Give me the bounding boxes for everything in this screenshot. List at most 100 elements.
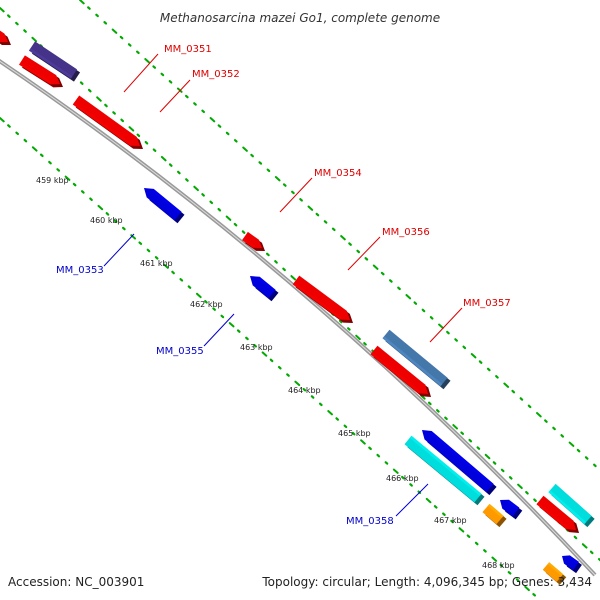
track-dot: [294, 380, 301, 387]
gene-feature-mm0354-face: [242, 231, 262, 248]
track-dot: [291, 190, 295, 195]
gene-feature-mm0351-highlight: [19, 62, 52, 85]
gene-feature-right-cyan-face: [548, 483, 592, 525]
track-dot: [193, 185, 199, 192]
gene-feature-mm0351[interactable]: [19, 55, 63, 88]
track-dot: [409, 483, 413, 487]
track-dot: [401, 475, 405, 480]
track-dot: [138, 241, 143, 245]
label-leader-line: [123, 53, 159, 93]
gene-feature-mm0354-highlight: [242, 238, 255, 248]
track-dot: [525, 490, 529, 495]
track-dot: [72, 182, 77, 187]
track-dot: [121, 226, 126, 231]
gene-feature-right-red[interactable]: [536, 495, 579, 533]
gene-feature-mm0351-box[interactable]: [28, 41, 81, 82]
track-dot: [392, 468, 399, 474]
gene-feature-bottom-orange-face: [542, 562, 564, 582]
track-dot: [212, 307, 216, 311]
track-dot: [511, 389, 516, 394]
accession-text: Accession: NC_003901: [8, 575, 144, 589]
track-dot: [384, 461, 389, 465]
track-dot: [517, 483, 523, 490]
gene-feature-mm0352-face: [72, 95, 140, 146]
track-dot: [507, 571, 512, 575]
track-dot: [96, 96, 102, 102]
track-dot: [245, 336, 249, 341]
track-dot: [187, 285, 192, 289]
track-dot: [176, 170, 181, 175]
tick-label: 467 kbp: [434, 516, 467, 525]
track-dot: [503, 382, 510, 388]
track-dot: [120, 118, 125, 123]
gene-feature-orange-face: [482, 503, 504, 525]
gene-label-reverse[interactable]: MM_0353: [56, 265, 104, 276]
track-dot: [351, 431, 356, 436]
track-dot: [179, 278, 184, 282]
track-dot: [360, 439, 366, 445]
tick-label: 464 kbp: [288, 386, 321, 395]
track-dot: [204, 300, 208, 304]
gene-feature-mm0357-box-highlight: [382, 336, 443, 387]
track-dot: [154, 256, 159, 260]
gene-feature-partial[interactable]: [0, 26, 11, 45]
track-dot: [452, 424, 459, 430]
track-dot: [478, 360, 483, 364]
gene-feature-mm0351-face: [19, 55, 60, 85]
track-dot: [258, 161, 263, 165]
track-dot: [331, 227, 336, 232]
track-dot: [269, 358, 274, 363]
gene-feature-mm0356[interactable]: [292, 275, 353, 323]
gene-feature-mm0358-blue[interactable]: [422, 430, 497, 496]
track-dot: [524, 585, 530, 592]
track-dot: [220, 314, 225, 319]
track-dot: [343, 424, 348, 429]
gene-feature-mm0352-highlight: [72, 102, 132, 146]
track-dot: [104, 103, 108, 108]
gene-feature-small-blue[interactable]: [500, 499, 523, 520]
track-dot: [560, 434, 565, 438]
gene-label-forward[interactable]: MM_0357: [463, 298, 511, 309]
track-dot: [405, 294, 412, 300]
tick-label: 462 kbp: [190, 300, 223, 309]
track-dot: [368, 446, 372, 451]
gene-label-reverse[interactable]: MM_0358: [346, 516, 394, 527]
gene-label-forward[interactable]: MM_0351: [164, 44, 212, 55]
gene-label-forward[interactable]: MM_0352: [192, 69, 240, 80]
track-dot: [515, 578, 520, 582]
gene-label-forward[interactable]: MM_0356: [382, 227, 430, 238]
gene-feature-mm0353[interactable]: [144, 188, 185, 224]
gene-feature-mm0355[interactable]: [250, 276, 279, 302]
track-dot: [476, 446, 481, 450]
gene-feature-right-cyan-highlight: [548, 490, 587, 525]
gene-feature-bottom-blue-highlight: [568, 555, 579, 564]
track-dot: [23, 138, 28, 143]
gene-feature-orange[interactable]: [482, 503, 507, 528]
gene-feature-mm0356-highlight: [292, 282, 342, 320]
gene-label-forward[interactable]: MM_0354: [314, 168, 362, 179]
tick-label: 460 kbp: [90, 216, 123, 225]
gene-feature-mm0357[interactable]: [370, 345, 431, 397]
gene-feature-mm0358-blue-highlight: [429, 431, 494, 486]
track-dot: [552, 426, 556, 431]
track-dot: [282, 267, 286, 272]
gene-feature-bottom-blue[interactable]: [562, 555, 582, 574]
track-dot: [171, 270, 175, 275]
gene-feature-right-cyan[interactable]: [548, 483, 595, 528]
gene-feature-mm0358-cyan[interactable]: [404, 435, 485, 506]
gene-feature-bottom-orange-highlight: [547, 562, 564, 577]
gene-feature-mm0357-box[interactable]: [382, 329, 451, 390]
gene-label-reverse[interactable]: MM_0355: [156, 346, 204, 357]
gene-feature-mm0354[interactable]: [242, 231, 265, 251]
gene-feature-bottom-orange[interactable]: [542, 562, 567, 585]
track-dot: [491, 556, 498, 562]
track-dot: [533, 498, 537, 502]
gene-feature-right-red-highlight: [536, 502, 569, 530]
gene-feature-mm0352[interactable]: [72, 95, 143, 149]
track-dot: [356, 249, 361, 254]
track-dot: [79, 81, 84, 85]
label-leader-line: [395, 483, 429, 517]
track-dot: [307, 205, 314, 211]
track-dot: [470, 353, 477, 359]
